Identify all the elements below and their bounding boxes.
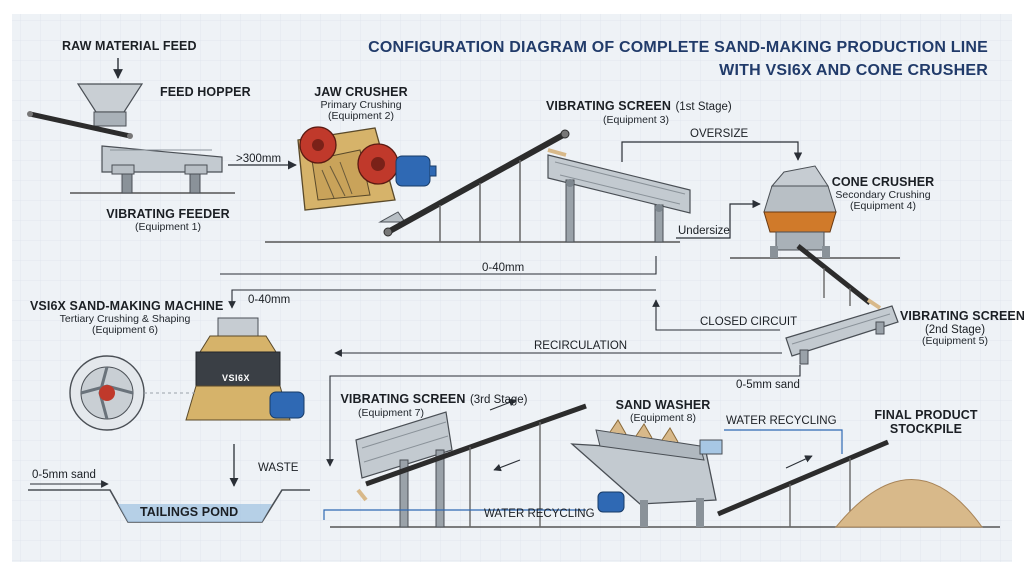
arrow-040-to-vsi	[228, 289, 656, 309]
tailings-pond	[28, 480, 310, 523]
sand-stockpile	[834, 479, 983, 528]
vibrating-screen-1	[547, 148, 691, 243]
tailings-pond-label: TAILINGS POND	[140, 505, 239, 519]
cone-crusher-name: CONE CRUSHER	[831, 175, 935, 189]
stockpile-line-2: STOCKPILE	[889, 421, 963, 436]
flow-water-recycling-bottom-label: WATER RECYCLING	[484, 508, 595, 520]
vibrating-feeder-tag: (Equipment 1)	[135, 220, 201, 233]
jaw-crusher-name: JAW CRUSHER	[314, 85, 408, 99]
vsi-tag: (Equipment 6)	[92, 324, 158, 337]
cone-crusher	[763, 165, 837, 258]
screen-2-name: VIBRATING SCREEN	[900, 309, 1024, 323]
vsi-role: Tertiary Crushing & Shaping	[59, 312, 191, 325]
jaw-crusher	[297, 126, 437, 223]
sand-washer-label: SAND WASHER (Equipment 8)	[608, 398, 718, 424]
vsi-badge: VSI6X	[222, 373, 251, 383]
stockpile-label: FINAL PRODUCT STOCKPILE	[866, 408, 986, 437]
screen-2-tag: (Equipment 5)	[922, 335, 988, 348]
sand-washer-tag: (Equipment 8)	[630, 411, 696, 424]
screen-3-label: VIBRATING SCREEN (3rd Stage) (Equipment …	[336, 390, 532, 419]
vibrating-screen-3	[355, 411, 453, 528]
title-line-2: WITH VSI6X AND CONE CRUSHER	[719, 62, 988, 79]
jaw-crusher-label: JAW CRUSHER Primary Crushing (Equipment …	[306, 85, 416, 123]
water-recycle-line-bottom	[323, 509, 586, 520]
water-recycle-line-top	[724, 429, 843, 454]
title-line-1: CONFIGURATION DIAGRAM OF COMPLETE SAND-M…	[368, 39, 988, 56]
vibrating-screen-2	[785, 305, 899, 365]
feed-hopper-label: FEED HOPPER	[160, 85, 251, 99]
screen-1-stage: (1st Stage)	[675, 101, 732, 113]
conveyor-cone-to-screen2	[796, 244, 882, 310]
vsi-sand-making-machine	[69, 317, 305, 431]
screen-3-stage: (3rd Stage)	[469, 394, 528, 406]
feeder-conveyor	[27, 111, 133, 139]
flow-undersize-label: Undersize	[678, 225, 730, 237]
screen-1-label: VIBRATING SCREEN (1st Stage) (Equipment …	[546, 97, 732, 126]
flow-waste-label: WASTE	[258, 462, 299, 474]
jaw-crusher-tag: (Equipment 2)	[328, 110, 394, 123]
sand-washer-name: SAND WASHER	[615, 398, 711, 412]
sand-washer	[570, 419, 723, 527]
arrow-oversize	[621, 141, 803, 162]
jaw-crusher-role: Primary Crushing	[320, 98, 402, 111]
feed-hopper	[76, 58, 144, 127]
screen-3-tag: (Equipment 7)	[358, 406, 424, 419]
screen-2-stage: (2nd Stage)	[924, 323, 986, 336]
cone-crusher-label: CONE CRUSHER Secondary Crushing (Equipme…	[828, 175, 938, 213]
flow-sand-label: 0-5mm sand	[736, 379, 800, 391]
vibrating-feeder	[101, 145, 223, 194]
arrow-undersize	[676, 199, 761, 239]
cone-crusher-tag: (Equipment 4)	[850, 200, 916, 213]
line-040-top	[220, 256, 657, 275]
vsi-label: VSI6X SAND-MAKING MACHINE Tertiary Crush…	[30, 299, 224, 337]
vsi-name: VSI6X SAND-MAKING MACHINE	[30, 299, 224, 313]
screen-2-label: VIBRATING SCREEN (2nd Stage) (Equipment …	[900, 309, 1024, 348]
cone-crusher-role: Secondary Crushing	[835, 188, 931, 201]
flow-sand-pond-label: 0-5mm sand	[32, 469, 96, 481]
arrow-closed-circuit	[652, 299, 780, 331]
flow-recirculation-label: RECIRCULATION	[534, 340, 628, 352]
screen-1-name: VIBRATING SCREEN	[546, 99, 671, 113]
arrow-sand-to-screen3	[326, 365, 801, 467]
vibrating-feeder-name: VIBRATING FEEDER	[106, 207, 230, 221]
screen-3-name: VIBRATING SCREEN	[340, 392, 466, 406]
conveyor-jaw-to-screen1	[383, 129, 570, 242]
flow-040-left-label: 0-40mm	[248, 294, 291, 306]
diagram-title: CONFIGURATION DIAGRAM OF COMPLETE SAND-M…	[368, 36, 988, 82]
screen-1-tag: (Equipment 3)	[603, 113, 669, 126]
flow-oversize-label: OVERSIZE	[690, 128, 749, 140]
vibrating-feeder-label: VIBRATING FEEDER (Equipment 1)	[98, 207, 238, 233]
flow-gt300-label: >300mm	[236, 153, 282, 165]
raw-material-label: RAW MATERIAL FEED	[62, 39, 197, 53]
flow-closed-circuit-label: CLOSED CIRCUIT	[700, 316, 798, 328]
flow-water-recycling-top-label: WATER RECYCLING	[726, 415, 837, 427]
flow-040-top-label: 0-40mm	[482, 262, 525, 274]
stockpile-line-1: FINAL PRODUCT	[874, 408, 978, 422]
